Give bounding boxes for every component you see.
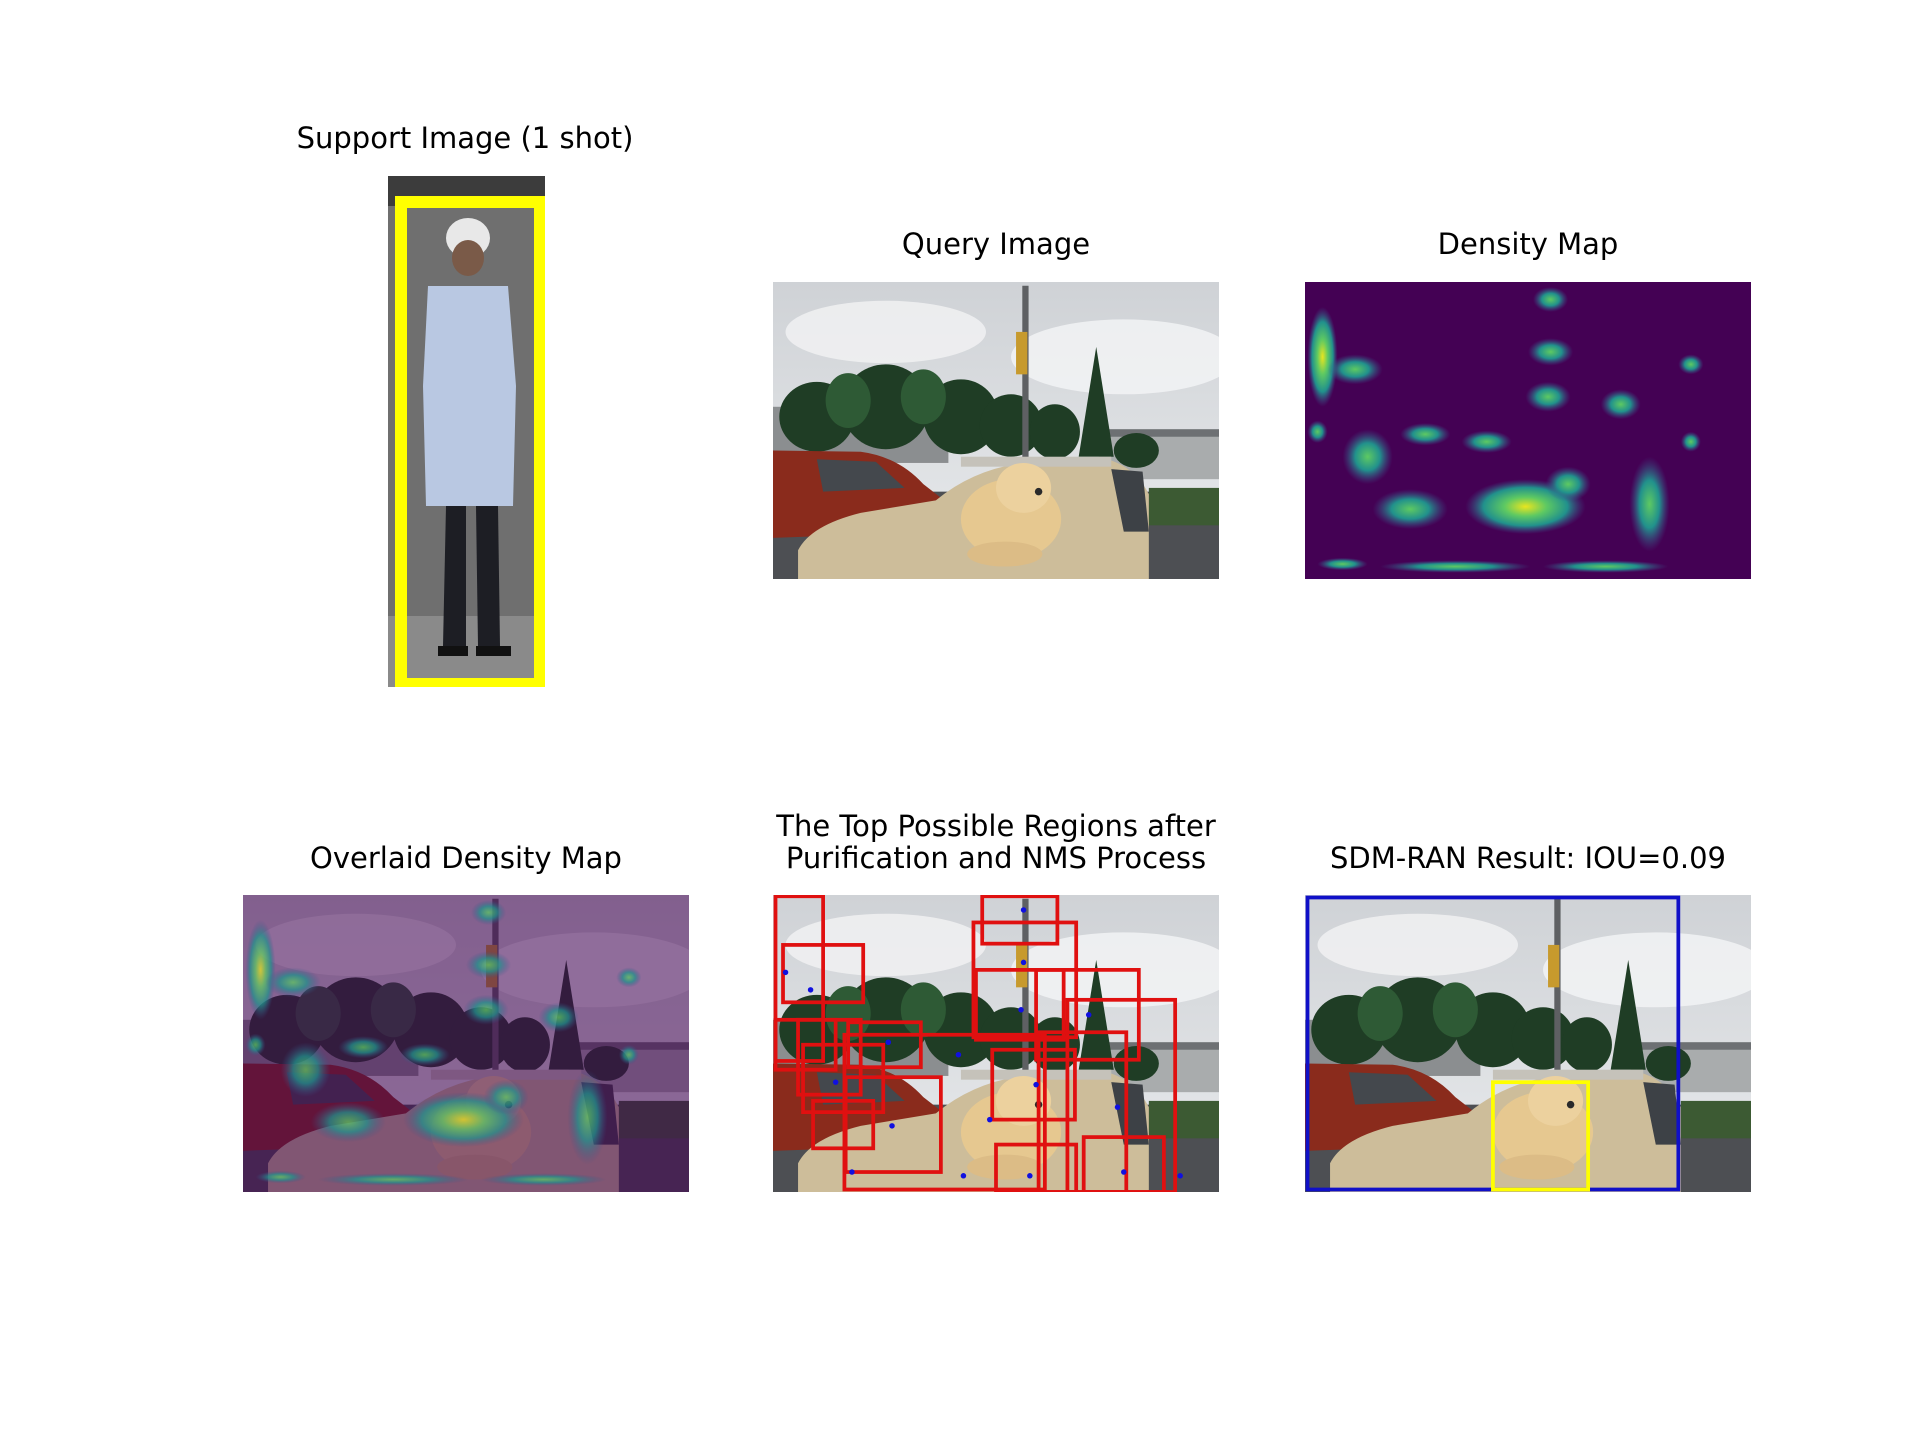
region-box [781,943,866,1005]
region-box [1034,968,1141,1062]
support-bounding-box [395,196,545,687]
regions-image [773,895,1219,1192]
region-point [986,1116,993,1123]
region-point [1020,907,1027,913]
query-image-title: Query Image [901,227,1091,261]
region-point [960,1173,967,1179]
region-point [1018,1007,1024,1013]
region-point [885,1039,892,1045]
region-point [807,987,814,993]
result-title: SDM-RAN Result: IOU=0.09 [1329,841,1727,875]
region-box [994,1142,1079,1192]
region-point [1121,1169,1127,1175]
overlaid-density-map-title: Overlaid Density Map [310,841,622,875]
query-image [773,282,1219,579]
region-box [971,920,1079,1040]
region-point [1033,1081,1039,1088]
region-box [980,895,1060,946]
region-point [955,1051,962,1058]
density-map-title: Density Map [1437,227,1619,261]
region-point [1085,1012,1092,1018]
result-image [1305,895,1751,1192]
support-image [388,176,545,687]
region-point [1177,1173,1183,1179]
region-point [849,1169,855,1175]
regions-title: The Top Possible Regions after Purificat… [753,810,1239,874]
density-map [1305,282,1751,579]
region-box [990,1047,1077,1122]
region-point [1027,1173,1033,1179]
regions-title-line-1: The Top Possible Regions after [776,809,1216,843]
ground-truth-box [1491,1080,1591,1192]
regions-title-line-2: Purification and NMS Process [785,841,1207,875]
region-point [889,1123,895,1129]
region-box [842,1032,1047,1192]
region-point [1020,959,1027,966]
region-box [974,968,1066,1042]
region-point [832,1079,839,1085]
region-box [796,1017,863,1097]
region-point [1114,1104,1121,1110]
region-point [782,969,789,976]
support-image-title: Support Image (1 shot) [296,121,634,155]
region-box [1081,1135,1166,1192]
region-box [1036,1030,1129,1192]
region-box [1065,997,1178,1192]
overlaid-density-map [243,895,689,1192]
